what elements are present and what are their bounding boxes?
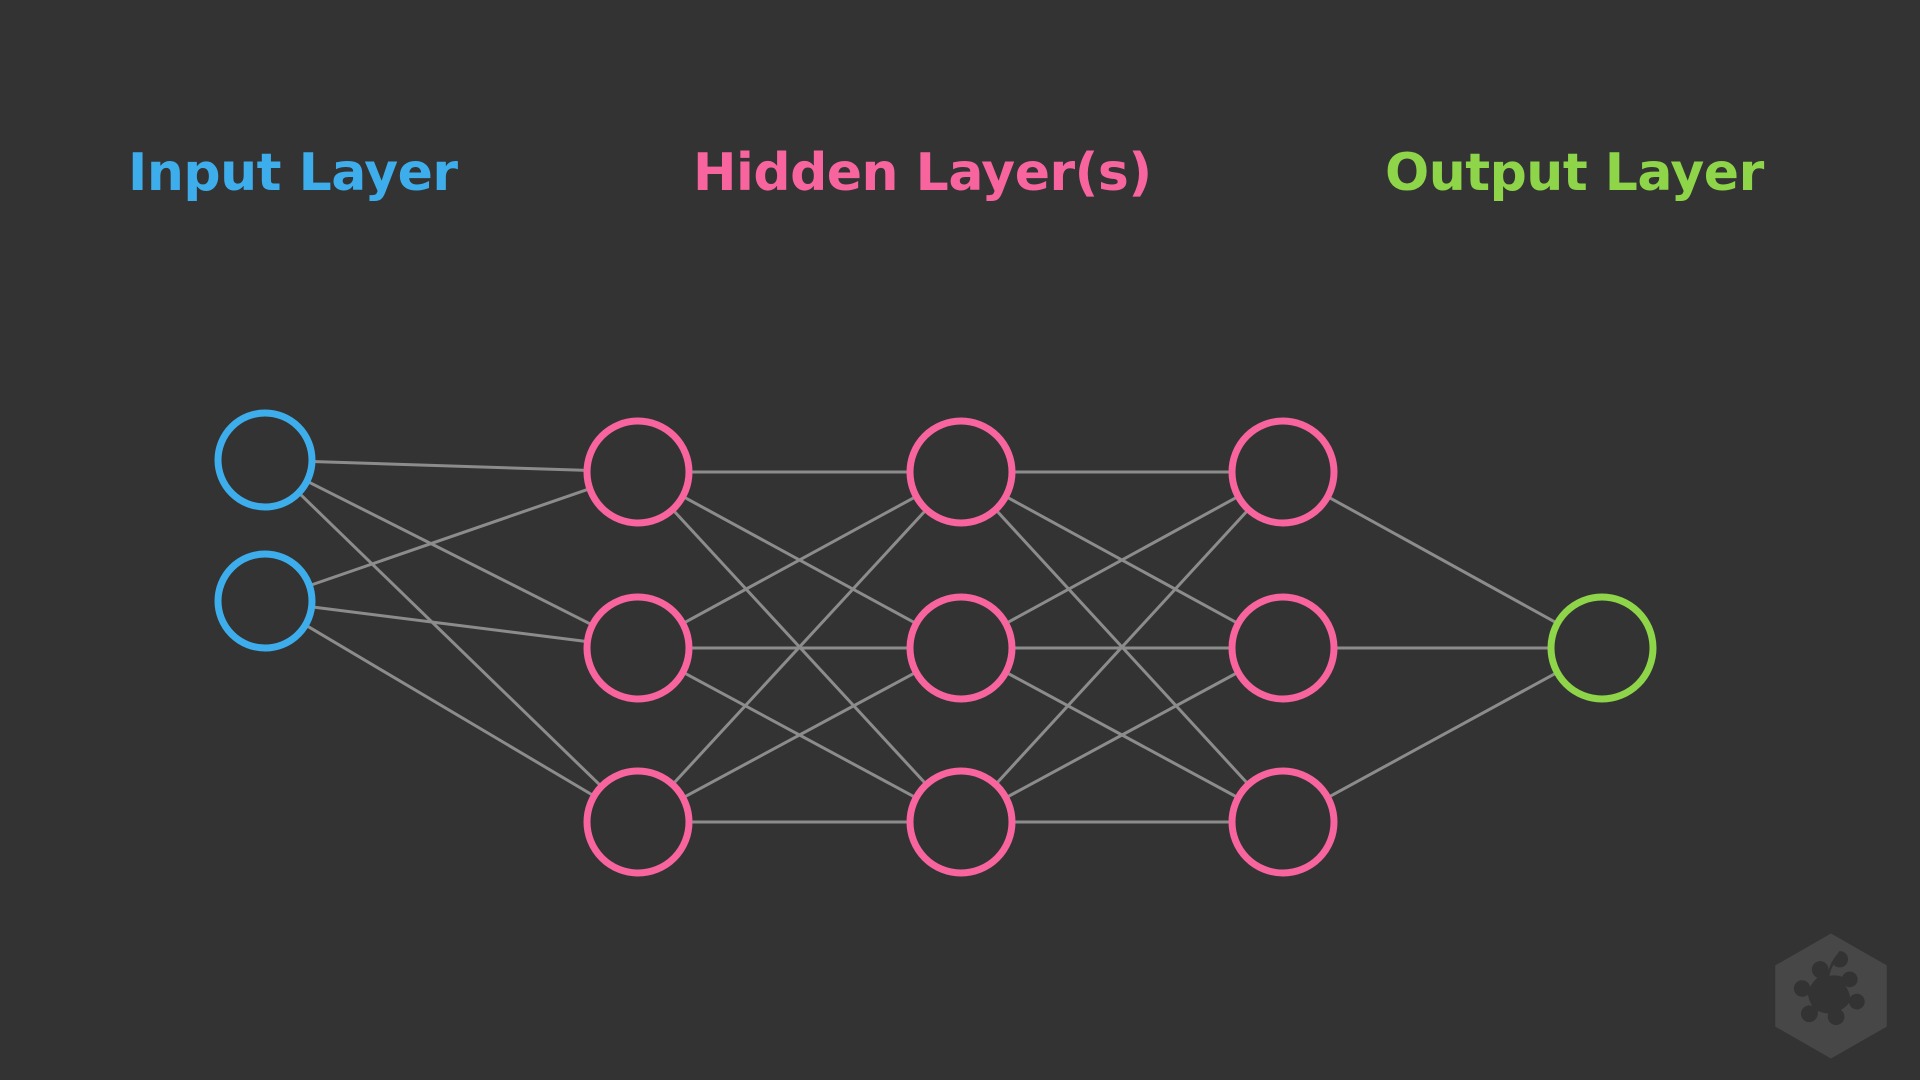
- connection-edge: [310, 460, 589, 472]
- nodes-group: [214, 409, 1657, 877]
- neuron-node-h2_1: [906, 417, 1016, 527]
- neuron-node-h1_3: [583, 767, 693, 877]
- hexagon-logo-icon: [1775, 933, 1887, 1059]
- connection-edge: [307, 487, 592, 588]
- connection-edge: [1326, 495, 1559, 625]
- neuron-node-h2_2: [906, 593, 1016, 703]
- connection-edge: [303, 623, 596, 798]
- connection-edge: [671, 507, 928, 787]
- connection-edge: [305, 479, 594, 627]
- connection-edge: [310, 605, 589, 644]
- edges-group: [297, 460, 1559, 824]
- neuron-node-h3_3: [1228, 767, 1338, 877]
- connection-edge: [994, 508, 1250, 786]
- neuron-node-h1_2: [583, 593, 693, 703]
- neuron-node-h1_1: [583, 417, 693, 527]
- neuron-node-o1: [1547, 593, 1657, 703]
- connection-edge: [681, 670, 918, 800]
- neuron-node-h2_3: [906, 767, 1016, 877]
- layer-label-hidden: Hidden Layer(s): [693, 143, 1152, 203]
- connection-edge: [1004, 494, 1240, 626]
- neuron-node-i1: [214, 409, 316, 511]
- connection-edge: [297, 491, 603, 788]
- connection-edge: [1326, 670, 1559, 800]
- layer-label-input: Input Layer: [128, 143, 458, 203]
- connection-edge: [1004, 670, 1240, 800]
- layer-label-output: Output Layer: [1385, 143, 1764, 203]
- neuron-node-h3_1: [1228, 417, 1338, 527]
- neuron-node-i2: [214, 550, 316, 652]
- neuron-node-h3_2: [1228, 593, 1338, 703]
- connection-edge: [681, 494, 918, 626]
